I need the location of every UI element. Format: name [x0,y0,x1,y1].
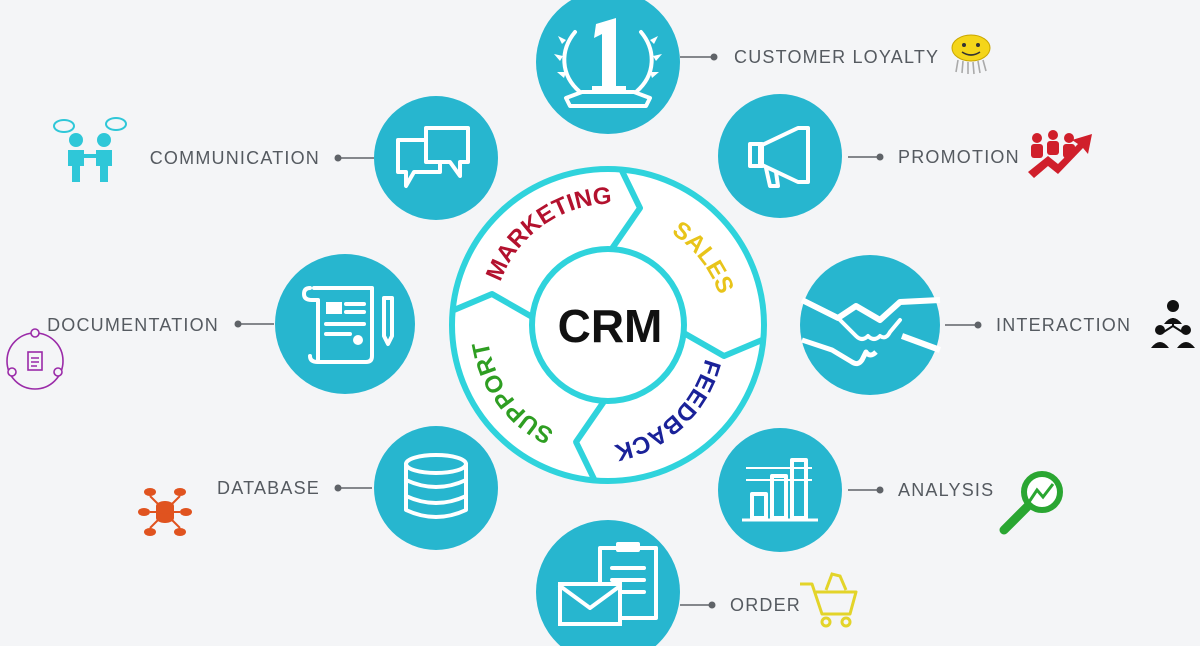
bar-chart-icon [742,458,818,522]
wheel-divider [452,291,536,321]
node-label: ANALYSIS [898,480,994,500]
wheel-inner-ring [529,246,687,404]
envelope-clipboard-icon [558,542,658,626]
node-documentation: DOCUMENTATION [6,254,415,394]
crm-wheel: MARKETING SALES FEEDBACK SUPPORT CRM [449,166,767,484]
document-scroll-icon [302,286,394,364]
node-circle [718,94,842,218]
database-network-icon [138,488,192,536]
people-talking-icon [53,117,127,182]
wheel-divider [573,398,608,481]
node-customer-loyalty: CUSTOMER LOYALTY [536,0,991,134]
team-growth-icon [1028,130,1092,178]
node-label: PROMOTION [898,147,1020,167]
network-people-icon [1151,300,1195,348]
node-label: CUSTOMER LOYALTY [734,47,939,67]
shopping-cart-icon [800,572,858,628]
wheel-divider [608,169,643,252]
node-label: ORDER [730,595,801,615]
magnifier-chart-icon [999,471,1063,535]
node-label: COMMUNICATION [150,148,320,168]
node-analysis: ANALYSIS [718,428,1063,552]
node-promotion: PROMOTION [718,94,1092,218]
node-circle [800,255,940,395]
node-label: DOCUMENTATION [47,315,219,335]
smiley-icon [951,34,991,75]
center-label: CRM [558,300,663,352]
node-label: INTERACTION [996,315,1131,335]
node-communication: COMMUNICATION [53,96,498,220]
document-team-icon [6,328,64,390]
laurel-number-one-icon [554,18,662,108]
node-interaction: INTERACTION [800,255,1195,395]
handshake-icon [800,297,942,367]
node-database: DATABASE [138,426,498,550]
wheel-divider [680,329,764,359]
megaphone-icon [748,126,810,188]
database-icon [404,453,468,519]
node-order: ORDER [536,520,858,646]
node-label: DATABASE [217,478,320,498]
node-circle [718,428,842,552]
chat-bubbles-icon [396,126,470,188]
